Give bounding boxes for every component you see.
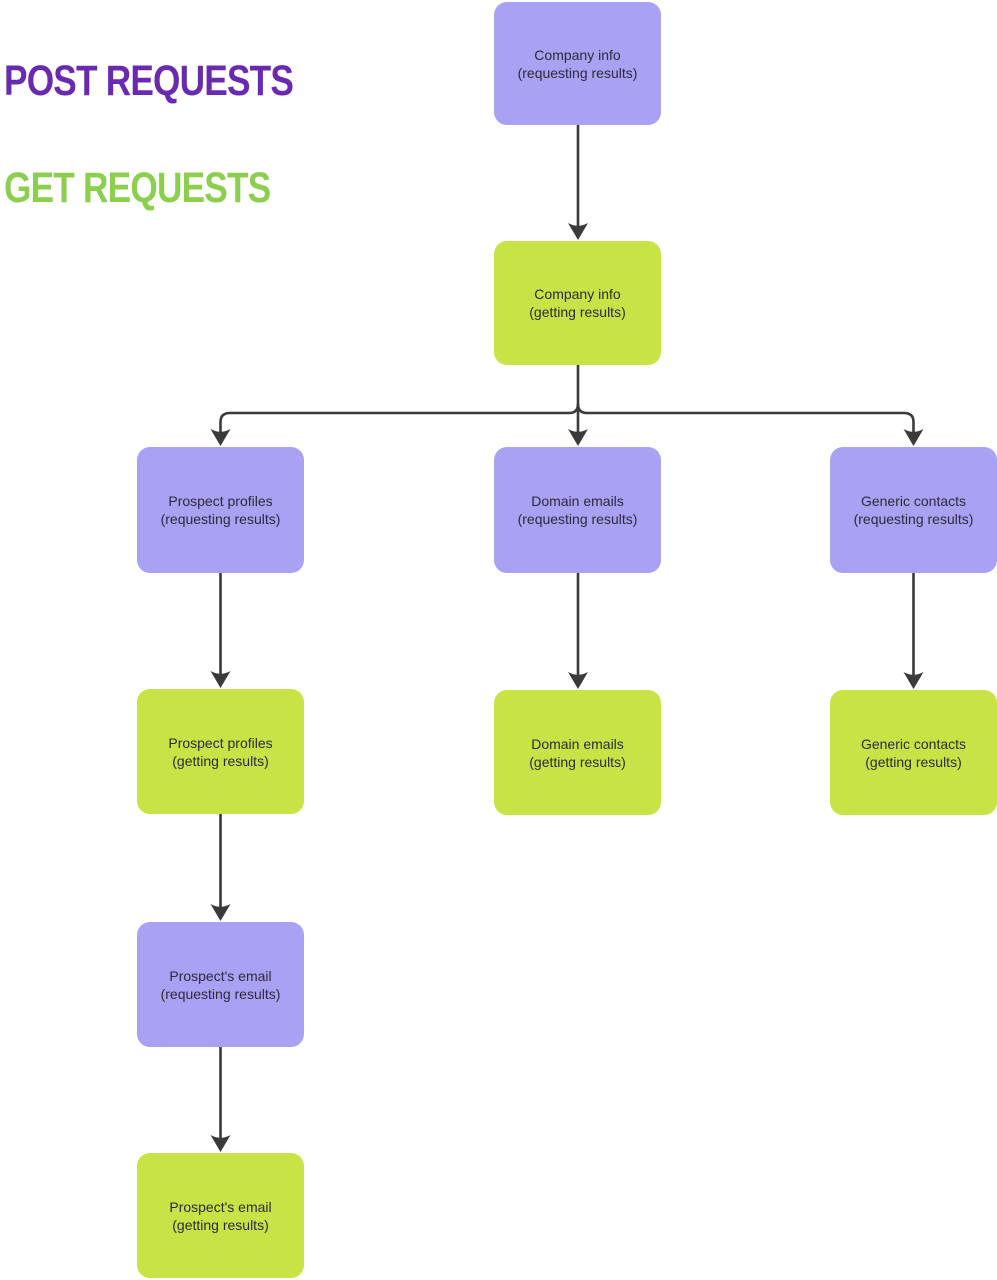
node-generic-contacts-requesting[interactable]: Generic contacts (requesting results) [830, 447, 997, 573]
node-label-line1: Company info [534, 46, 621, 63]
node-prospects-email-getting[interactable]: Prospect's email (getting results) [137, 1153, 304, 1278]
edge-company-getting-to-generic-requesting [576, 403, 924, 446]
node-label-line1: Prospect profiles [168, 734, 273, 751]
node-label-line2: (getting results) [865, 753, 962, 770]
node-label-line2: (getting results) [529, 304, 626, 320]
node-label-line2: (requesting results) [517, 64, 638, 81]
node-label-line1: Prospect's email [169, 967, 272, 984]
node-generic-contacts-getting[interactable]: Generic contacts (getting results) [830, 690, 997, 815]
edge-company-getting-to-domain-requesting [568, 365, 588, 446]
node-label-line1: Generic contacts [860, 735, 967, 752]
node-label-line1: Domain emails [531, 735, 624, 752]
node-label-line1: Company info [534, 286, 621, 302]
node-company-info-getting[interactable]: Company info (getting results) [494, 241, 661, 365]
node-label-line2: (getting results) [172, 1216, 269, 1233]
node-label-line2: (requesting results) [160, 511, 281, 527]
edge-domain-requesting-to-getting [568, 573, 588, 689]
node-prospects-email-requesting[interactable]: Prospect's email (requesting results) [137, 922, 304, 1047]
node-label-line2: (getting results) [172, 752, 269, 769]
node-prospect-profiles-requesting[interactable]: Prospect profiles (requesting results) [137, 447, 304, 573]
node-prospect-profiles-getting[interactable]: Prospect profiles (getting results) [137, 689, 304, 814]
node-label-line2: (requesting results) [853, 511, 974, 527]
edge-generic-requesting-to-getting [903, 573, 924, 689]
node-label-line2: (requesting results) [517, 511, 638, 527]
node-label-line2: (requesting results) [160, 985, 281, 1002]
node-domain-emails-getting[interactable]: Domain emails (getting results) [494, 690, 661, 815]
node-label-line1: Prospect's email [169, 1198, 272, 1215]
post-requests-heading: POST REQUESTS [4, 57, 294, 105]
node-label-line1: Prospect profiles [168, 493, 273, 509]
edge-company-requesting-to-getting [568, 125, 588, 240]
node-label-line1: Generic contacts [860, 493, 967, 509]
get-requests-heading: GET REQUESTS [4, 164, 271, 212]
edge-company-getting-to-prospect-requesting [210, 403, 580, 446]
node-domain-emails-requesting[interactable]: Domain emails (requesting results) [494, 447, 661, 573]
edge-prospect-requesting-to-getting [210, 573, 231, 688]
edge-prospect-getting-to-email-requesting [210, 814, 231, 921]
node-label-line2: (getting results) [529, 753, 626, 770]
node-label-line1: Domain emails [531, 493, 624, 509]
node-company-info-requesting[interactable]: Company info (requesting results) [494, 2, 661, 125]
edge-email-requesting-to-getting [210, 1047, 231, 1152]
